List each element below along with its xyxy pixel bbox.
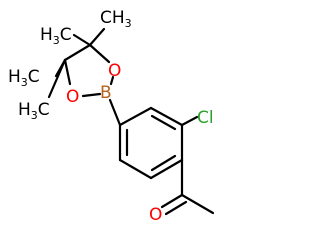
bond-c2-o-lower [63,58,72,86]
bond-ring-2 [149,106,184,127]
methyl-label-top-right: CH3 [100,8,132,30]
bonds [47,27,215,216]
oxygen-label-carbonyl: O [149,205,162,225]
methyl-label-mid-left: H3C [8,67,40,89]
bond-o-upper-c1 [88,43,111,64]
bond-ring-chlorine [180,115,199,127]
bond-carbonyl-methyl [180,193,215,215]
oxygen-label-upper: O [108,61,121,81]
methyl-label-bottom-left: H3C [18,100,50,122]
bond-ring-2-inner [150,114,177,131]
boron-label: B [100,83,112,103]
bond-carbonyl-double-b [164,200,188,216]
bond-c1-c2 [63,43,92,62]
bond-c1-ch3-right [88,27,106,47]
oxygen-label-lower: O [66,87,79,107]
bond-ring-4-inner [150,154,177,172]
bond-ring-1 [118,106,153,127]
bond-boron-o-upper [109,75,115,86]
bond-boron-o-lower [81,92,102,98]
bond-carbonyl-double-a [160,193,184,209]
bond-c2-ch3-down [47,58,67,99]
bond-ring-boron [108,98,122,127]
molecule-structure-diagram: H3C CH3 H3C H3C O O B Cl O [8,8,215,225]
atom-labels: H3C CH3 H3C H3C O O B Cl O [8,8,214,225]
chlorine-label: Cl [197,108,214,128]
methyl-label-top-left: H3C [40,25,72,47]
bond-c1-ch3-left [72,33,92,47]
bond-ring-4 [149,158,184,180]
bond-ring-5 [118,158,153,180]
